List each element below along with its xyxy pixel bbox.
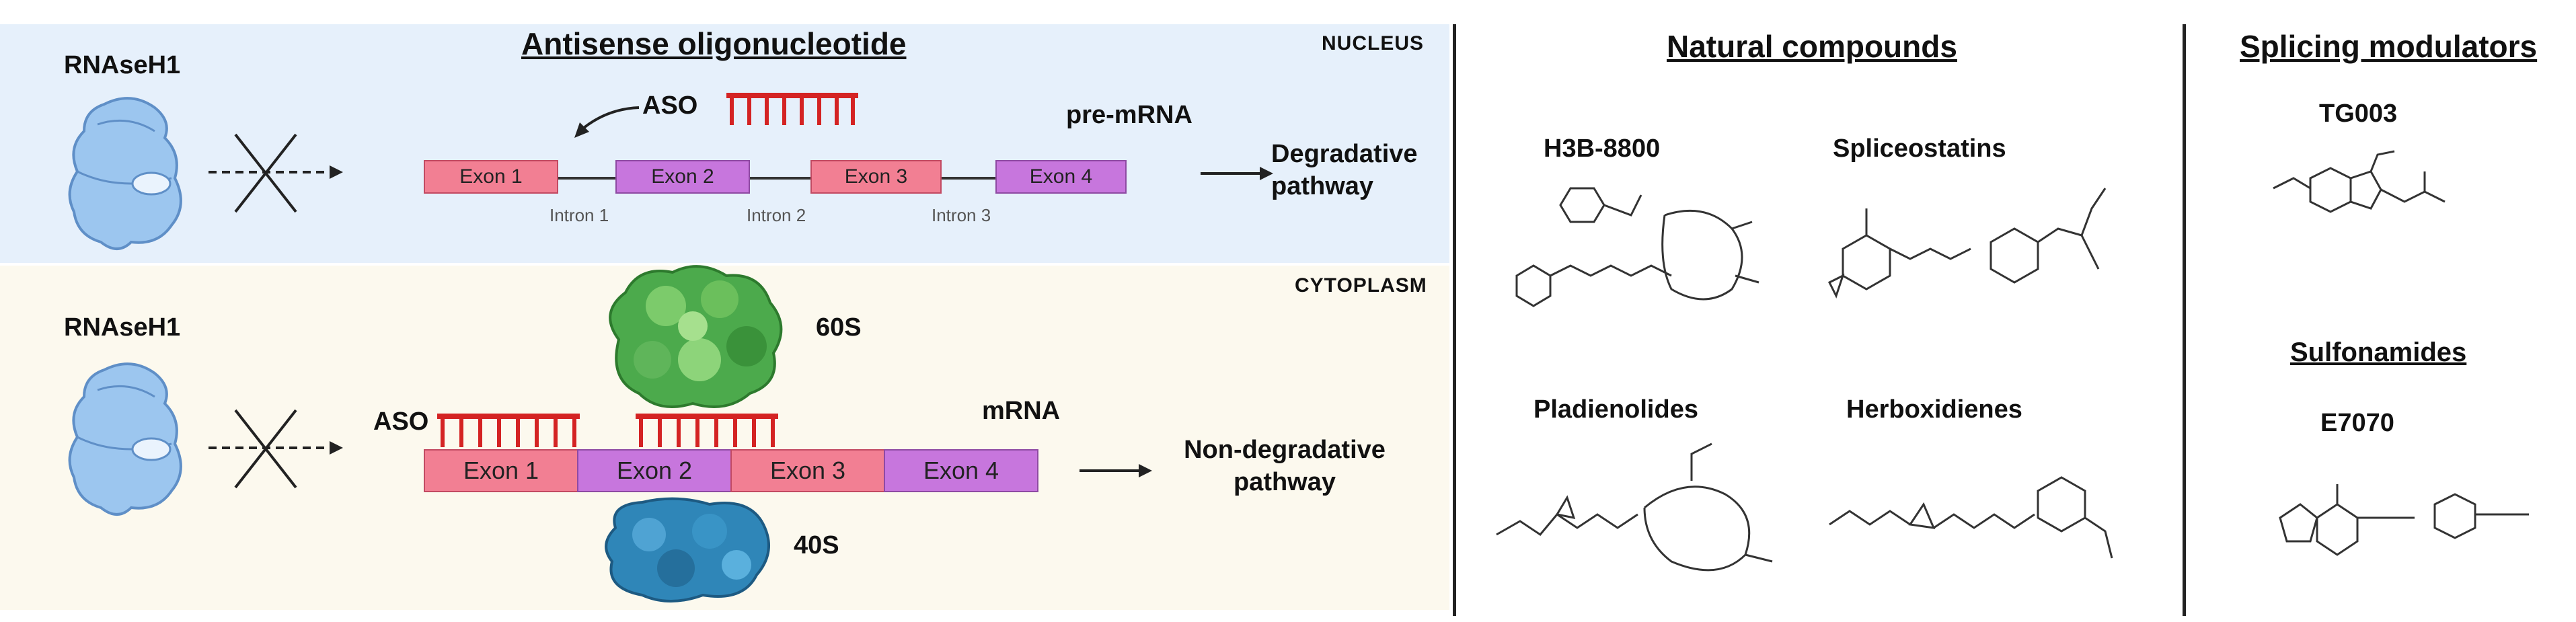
divider-right bbox=[2183, 24, 2186, 616]
exon-3-nucleus: Exon 3 bbox=[810, 160, 942, 194]
exon-2-cytoplasm: Exon 2 bbox=[577, 449, 732, 492]
arrow-degradative bbox=[1201, 167, 1273, 180]
rnaseh1-label-nucleus: RNAseH1 bbox=[64, 51, 181, 79]
ribosome-40s-label: 40S bbox=[794, 531, 839, 559]
intron-2-label: Intron 2 bbox=[747, 205, 806, 225]
cytoplasm-label: CYTOPLASM bbox=[1295, 274, 1427, 297]
compound-h3b-8800: H3B-8800 bbox=[1544, 134, 1661, 163]
aso-label-cytoplasm: ASO bbox=[373, 407, 429, 436]
exon-3-cytoplasm: Exon 3 bbox=[730, 449, 885, 492]
ribosome-60s-icon bbox=[609, 265, 783, 408]
aso-curved-arrow bbox=[574, 106, 640, 138]
splicing-modulators-title: Splicing modulators bbox=[2240, 29, 2538, 64]
intron-1-label: Intron 1 bbox=[550, 205, 609, 225]
degradative-line1: Degradative bbox=[1271, 140, 1418, 168]
rnaseh1-label-cytoplasm: RNAseH1 bbox=[64, 313, 181, 342]
compound-e7070: E7070 bbox=[2320, 409, 2394, 437]
non-degradative-pathway: Non-degradative pathway bbox=[1174, 434, 1396, 498]
compound-spliceostatins: Spliceostatins bbox=[1833, 134, 2006, 163]
h3b-8800-structure-icon bbox=[1515, 187, 1759, 307]
degradative-pathway: Degradative pathway bbox=[1271, 138, 1418, 202]
blocked-arrow-cytoplasm bbox=[209, 409, 343, 489]
pre-mrna-backbone bbox=[424, 177, 1123, 180]
sulfonamides-subtitle: Sulfonamides bbox=[2290, 338, 2467, 367]
herboxidienes-structure-icon bbox=[1829, 476, 2113, 559]
divider-left bbox=[1453, 24, 1456, 616]
e7070-structure-icon bbox=[2279, 484, 2529, 556]
rnaseh1-enzyme-icon bbox=[68, 97, 182, 250]
non-degradative-line2: pathway bbox=[1233, 468, 1336, 496]
pre-mrna-label: pre-mRNA bbox=[1066, 101, 1192, 129]
non-degradative-line1: Non-degradative bbox=[1184, 436, 1386, 464]
exon-4-nucleus: Exon 4 bbox=[995, 160, 1127, 194]
blocked-arrow-nucleus bbox=[209, 133, 343, 213]
compound-pladienolides: Pladienolides bbox=[1533, 395, 1698, 424]
exon-2-nucleus: Exon 2 bbox=[615, 160, 750, 194]
pladienolides-structure-icon bbox=[1496, 442, 1773, 572]
spliceostatins-structure-icon bbox=[1827, 188, 2107, 299]
compound-tg003: TG003 bbox=[2319, 100, 2398, 128]
exon-1-nucleus: Exon 1 bbox=[424, 160, 558, 194]
ribosome-40s-icon bbox=[605, 497, 770, 602]
aso-comb-icon bbox=[726, 93, 858, 125]
aso-label-nucleus: ASO bbox=[642, 91, 698, 120]
aso-title: Antisense oligonucleotide bbox=[521, 26, 907, 61]
exon-4-cytoplasm: Exon 4 bbox=[884, 449, 1038, 492]
ribosome-60s-label: 60S bbox=[816, 313, 862, 342]
natural-compounds-title: Natural compounds bbox=[1667, 29, 1957, 64]
aso-comb-icon bbox=[437, 414, 580, 447]
exon-1-cytoplasm: Exon 1 bbox=[424, 449, 578, 492]
compound-herboxidienes: Herboxidienes bbox=[1846, 395, 2022, 424]
arrow-non-degradative bbox=[1079, 464, 1152, 477]
rnaseh1-enzyme-icon bbox=[68, 362, 182, 516]
intron-3-label: Intron 3 bbox=[932, 205, 991, 225]
mrna-label: mRNA bbox=[982, 397, 1061, 425]
tg003-structure-icon bbox=[2273, 150, 2446, 213]
nucleus-label: NUCLEUS bbox=[1322, 32, 1425, 54]
degradative-line2: pathway bbox=[1271, 172, 1374, 200]
aso-comb-icon bbox=[636, 414, 778, 447]
